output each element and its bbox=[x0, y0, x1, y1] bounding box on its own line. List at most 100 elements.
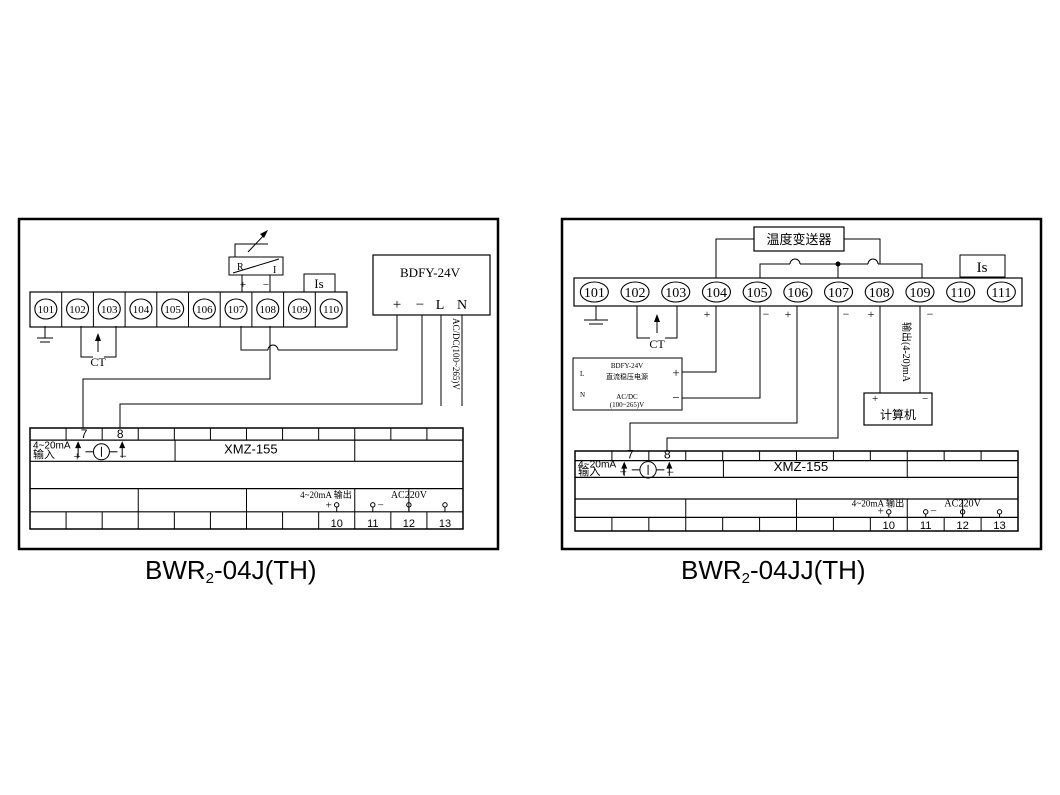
rheostat-i-label: I bbox=[273, 265, 276, 276]
meter-ac-label: AC220V bbox=[391, 490, 428, 501]
ground-icon bbox=[37, 326, 53, 343]
meter-output-label: 4~20mA 输出 bbox=[300, 489, 352, 500]
terminal-label: 101 bbox=[584, 286, 605, 301]
meter-bottom-term: 11 bbox=[920, 520, 932, 532]
meter-output-minus: − bbox=[378, 499, 384, 511]
meter-output-plus: + bbox=[326, 499, 332, 511]
terminal-label: 107 bbox=[828, 286, 849, 301]
right-power-term-n: N bbox=[580, 391, 585, 399]
terminal-label: 105 bbox=[164, 304, 181, 316]
mark-108-plus: + bbox=[868, 307, 875, 321]
rheostat-icon bbox=[228, 230, 284, 292]
junction-dot bbox=[835, 261, 841, 267]
meter-input-label-cn: 输入 bbox=[33, 447, 55, 461]
right-caption-sub: 2 bbox=[741, 570, 751, 587]
right-power-l2: 直流稳压电源 bbox=[606, 372, 648, 381]
right-power-term-l: L bbox=[580, 370, 584, 378]
terminal-screw-icon bbox=[34, 298, 58, 320]
meter-minus-arrow-head-icon bbox=[119, 441, 126, 449]
right-power-minus: − bbox=[672, 390, 679, 405]
computer-box bbox=[863, 392, 933, 426]
left-power-label: BDFY-24V bbox=[400, 265, 461, 280]
meter-term-7: 7 bbox=[627, 448, 634, 462]
terminal-screw-icon bbox=[319, 298, 343, 320]
right-power-l4: (100~265)V bbox=[610, 401, 645, 409]
output-terminal-icon bbox=[923, 509, 929, 515]
meter-bottom-term: 10 bbox=[883, 520, 895, 532]
terminal-screw-icon bbox=[946, 281, 976, 303]
terminal-screw-icon bbox=[823, 281, 854, 303]
terminal-screw-icon bbox=[986, 281, 1016, 303]
meter-term-7: 7 bbox=[81, 427, 88, 441]
left-power-plus: + bbox=[393, 297, 401, 313]
terminal-label: 104 bbox=[133, 304, 150, 316]
right-frame bbox=[560, 217, 1043, 551]
meter-input-plus: + bbox=[619, 464, 626, 479]
terminal-screw-icon bbox=[161, 298, 185, 320]
left-power-minus: − bbox=[416, 297, 424, 313]
terminal-label: 101 bbox=[38, 304, 55, 316]
terminal-screw-icon bbox=[661, 281, 691, 303]
terminal-screw-icon bbox=[66, 298, 90, 320]
terminal-screw-icon bbox=[97, 298, 121, 320]
mark-107-minus: − bbox=[843, 307, 850, 321]
current-source-icon bbox=[85, 443, 118, 461]
meter-ac-label: AC220V bbox=[944, 498, 981, 509]
right-output-vertical: 输出(4-20)mA bbox=[900, 322, 913, 383]
mark-104-plus: + bbox=[704, 307, 711, 321]
mark-106-plus: + bbox=[785, 307, 792, 321]
terminal-screw-icon bbox=[783, 281, 813, 303]
left-frame bbox=[17, 217, 500, 551]
left-caption-main: BWR bbox=[145, 555, 206, 585]
terminal-screw-icon bbox=[701, 281, 732, 303]
meter-input-minus: − bbox=[667, 464, 674, 479]
left-power-n: N bbox=[457, 298, 467, 313]
left-ct-label: CT bbox=[90, 355, 106, 369]
meter-bottom-term: 13 bbox=[439, 518, 451, 530]
terminal-label: 102 bbox=[625, 286, 646, 301]
computer-plus: + bbox=[872, 393, 878, 405]
meter-model: XMZ-155 bbox=[224, 441, 277, 456]
meter-bottom-term: 13 bbox=[993, 520, 1005, 532]
meter-term-8: 8 bbox=[117, 427, 124, 441]
meter-term-8: 8 bbox=[664, 448, 671, 462]
left-is-label: Is bbox=[314, 276, 323, 291]
terminal-screw-icon bbox=[579, 281, 609, 303]
terminal-screw-icon bbox=[620, 281, 650, 303]
terminal-label: 103 bbox=[665, 286, 686, 301]
meter-bottom-term: 10 bbox=[331, 518, 343, 530]
left-wires bbox=[82, 315, 463, 428]
meter-output-minus: − bbox=[931, 506, 937, 518]
meter-input-plus: + bbox=[73, 448, 80, 463]
mark-109-minus: − bbox=[927, 307, 934, 321]
terminal-label: 109 bbox=[291, 304, 308, 316]
meter-output-plus: + bbox=[878, 506, 884, 518]
right-power-box bbox=[572, 357, 683, 411]
meter-plus-arrow-head-icon bbox=[621, 461, 628, 469]
right-caption: BWR2-04JJ(TH) bbox=[681, 555, 866, 587]
terminal-screw-icon bbox=[864, 281, 894, 303]
terminal-label: 109 bbox=[909, 286, 930, 301]
terminal-label: 106 bbox=[787, 286, 808, 301]
ground-icon bbox=[584, 306, 608, 325]
left-supply-label: AC/DC(100~265)V bbox=[451, 318, 461, 390]
transmitter-label: 温度变送器 bbox=[766, 232, 831, 247]
terminal-screw-icon bbox=[192, 298, 216, 320]
mark-105-minus: − bbox=[763, 307, 770, 321]
rheostat-minus: − bbox=[263, 279, 269, 291]
terminal-label: 110 bbox=[950, 286, 970, 301]
right-is-label: Is bbox=[977, 260, 988, 276]
terminal-label: 108 bbox=[869, 286, 890, 301]
meter-input-label-cn: 输入 bbox=[578, 464, 600, 478]
output-terminal-icon bbox=[334, 502, 340, 508]
output-terminal-icon bbox=[996, 509, 1003, 515]
right-power-l3: AC/DC bbox=[616, 393, 638, 401]
terminal-screw-icon bbox=[129, 298, 153, 320]
